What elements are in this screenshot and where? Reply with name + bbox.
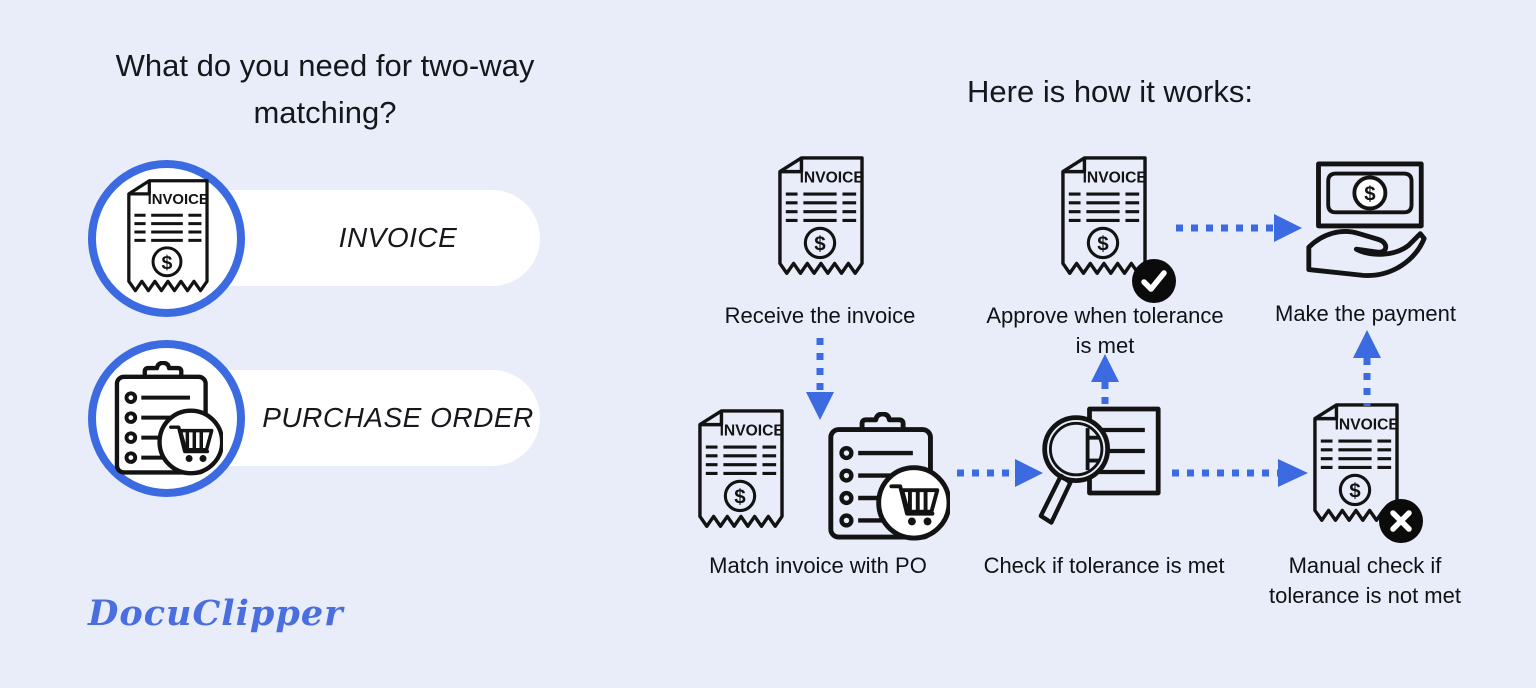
- step-label-make-payment: Make the payment: [1275, 301, 1456, 326]
- arrow-check-to-approve: [1091, 354, 1119, 412]
- money-hand-icon: [1303, 160, 1429, 288]
- purchase-order-icon: [110, 361, 223, 476]
- purchase-order-ring: [88, 340, 245, 497]
- check-badge-icon: [1131, 258, 1177, 304]
- invoice-pill-label: INVOICE: [338, 222, 458, 253]
- step-label-manual-check: Manual check if tolerance is not met: [1269, 553, 1461, 608]
- magnifier-document-icon: [1038, 405, 1162, 539]
- step-label-match-invoice-po: Match invoice with PO: [709, 553, 927, 578]
- purchase-order-pill-label: PURCHASE ORDER: [262, 402, 534, 433]
- arrow-manual-to-payment: [1353, 330, 1381, 406]
- invoice-ring: [88, 160, 245, 317]
- arrow-approve-to-payment: [1176, 214, 1302, 242]
- x-badge-icon: [1378, 498, 1424, 544]
- left-panel-title: What do you need for two-way matching?: [115, 48, 535, 130]
- invoice-icon: [126, 179, 210, 293]
- step-label-receive-invoice: Receive the invoice: [724, 303, 916, 328]
- arrow-check-to-manual: [1172, 459, 1308, 487]
- right-panel-title: Here is how it works:: [967, 74, 1253, 109]
- invoice-icon: [698, 409, 785, 528]
- invoice-icon: [778, 156, 865, 275]
- docuclipper-logo: DocuClipper: [88, 593, 344, 634]
- arrow-match-to-check: [957, 459, 1043, 487]
- step-label-check-tolerance: Check if tolerance is met: [983, 553, 1225, 578]
- arrow-receive-to-match: [806, 338, 834, 420]
- step-label-approve-tolerance: Approve when tolerance is met: [986, 303, 1224, 358]
- purchase-order-icon: [823, 412, 950, 541]
